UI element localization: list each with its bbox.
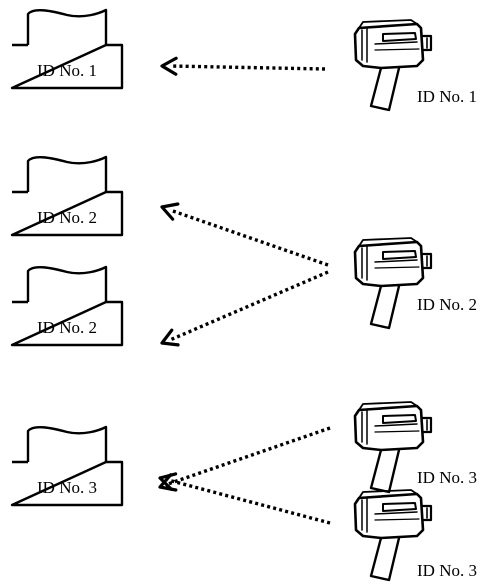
receiver-label: ID No. 1 <box>37 61 97 80</box>
signal-arrow-2a <box>157 197 329 267</box>
receiver-label: ID No. 2 <box>37 318 97 337</box>
signal-arrow-2b <box>157 270 329 352</box>
receiver-unit-2b: ID No. 2 <box>10 265 124 347</box>
scanner-label: ID No. 1 <box>417 87 477 106</box>
handheld-scanner-icon <box>353 236 433 330</box>
receiver-label: ID No. 2 <box>37 208 97 227</box>
receiver-unit-1: ID No. 1 <box>10 8 124 90</box>
receiver-unit-3: ID No. 3 <box>10 425 124 507</box>
signal-arrow-3b <box>156 468 331 525</box>
scanner-3a: ID No. 3 <box>353 400 477 494</box>
scanner-1: ID No. 1 <box>353 18 477 112</box>
signal-arrow-1 <box>160 56 326 76</box>
scanner-3b: ID No. 3 <box>353 488 477 582</box>
scanner-label: ID No. 3 <box>417 468 477 487</box>
scanner-label: ID No. 3 <box>417 561 477 580</box>
scanner-label: ID No. 2 <box>417 295 477 314</box>
receiver-label: ID No. 3 <box>37 478 97 497</box>
scanner-2: ID No. 2 <box>353 236 477 330</box>
receiver-unit-2a: ID No. 2 <box>10 155 124 237</box>
signal-arrow-3a <box>155 426 331 497</box>
